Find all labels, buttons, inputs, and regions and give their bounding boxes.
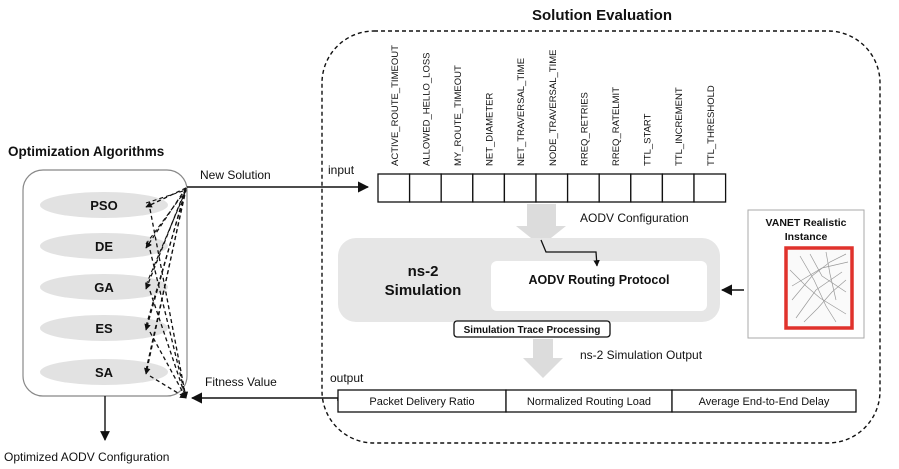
parameter-label-ttl-threshold: TTL_THRESHOLD — [706, 85, 717, 166]
algorithm-ellipse-sa — [40, 359, 168, 385]
parameter-labels: ACTIVE_ROUTE_TIMEOUT ALLOWED_HELLO_LOSS MY… — [390, 45, 717, 166]
parameter-label-net-diameter: NET_DIAMETER — [485, 92, 496, 166]
algorithm-ellipse-pso — [40, 192, 168, 218]
parameter-cell-8 — [630, 173, 664, 203]
parameter-cell-3 — [472, 173, 506, 203]
algorithm-list: PSO DE GA ES SA — [40, 192, 168, 385]
dash-link-return-3 — [145, 189, 187, 327]
parameter-label-allowed-hello-loss: ALLOWED_HELLO_LOSS — [421, 52, 432, 166]
optimized-aodv-label: Optimized AODV Configuration — [4, 450, 169, 464]
parameter-label-rreq-retries: RREQ_RETRIES — [579, 92, 590, 166]
parameter-label-net-traversal-time: NET_TRAVERSAL_TIME — [516, 58, 527, 166]
output-label-2: Average End-to-End Delay — [699, 396, 830, 408]
parameter-label-ttl-increment: TTL_INCREMENT — [674, 87, 685, 166]
algorithm-ellipse-ga — [40, 274, 168, 300]
input-label: input — [328, 163, 355, 177]
vanet-label-line2: Instance — [785, 231, 828, 243]
algorithm-ellipse-es — [40, 315, 168, 341]
output-metrics: Packet Delivery Ratio Normalized Routing … — [337, 389, 857, 413]
parameter-label-rreq-ratelmit: RREQ_RATELMIT — [611, 87, 622, 166]
dash-link-bottom-4 — [149, 375, 187, 399]
output-label: output — [330, 371, 364, 385]
ns2-label-line1: ns-2 — [408, 263, 439, 280]
ns2-simulation-output-label: ns-2 Simulation Output — [580, 348, 703, 362]
dash-link-return-1 — [145, 189, 187, 245]
solution-evaluation-title: Solution Evaluation — [532, 7, 672, 24]
algorithm-ellipse-de — [40, 233, 168, 259]
output-flow-arrow — [523, 339, 563, 378]
aodv-routing-protocol-label: AODV Routing Protocol — [529, 273, 670, 287]
vanet-label-line1: VANET Realistic — [766, 217, 847, 229]
solution-evaluation-box — [321, 30, 881, 444]
output-label-1: Normalized Routing Load — [527, 396, 651, 408]
trace-processing-label: Simulation Trace Processing — [464, 325, 601, 336]
config-flow-arrow — [516, 204, 566, 246]
parameter-label-my-route-timeout: MY_ROUTE_TIMEOUT — [453, 65, 464, 166]
trace-processing-box — [453, 320, 611, 338]
aodv-configuration-label: AODV Configuration — [580, 211, 689, 225]
parameter-cell-7 — [598, 173, 632, 203]
fitness-value-arrow — [190, 392, 339, 404]
optimization-algorithms-title: Optimization Algorithms — [8, 144, 164, 159]
dash-link-return-0 — [145, 189, 187, 204]
config-to-protocol-arrow — [540, 239, 600, 267]
ns2-label-line2: Simulation — [385, 282, 462, 299]
output-label-0: Packet Delivery Ratio — [369, 396, 474, 408]
parameter-cell-9 — [661, 173, 695, 203]
parameter-cell-5 — [535, 173, 569, 203]
parameter-cell-1 — [408, 173, 442, 203]
algorithm-label-es: ES — [95, 321, 113, 336]
algorithm-label-ga: GA — [94, 280, 114, 295]
parameter-label-active-route-timeout: ACTIVE_ROUTE_TIMEOUT — [390, 45, 401, 166]
parameter-vector — [377, 173, 727, 203]
algorithm-connections — [144, 187, 189, 399]
fitness-value-label: Fitness Value — [205, 375, 277, 389]
parameter-cell-4 — [503, 173, 537, 203]
parameter-label-node-traversal-time: NODE_TRAVERSAL_TIME — [548, 50, 559, 167]
road-network-drawing — [789, 251, 849, 323]
parameter-cell-10 — [693, 173, 727, 203]
dash-link-return-2 — [145, 189, 187, 286]
parameter-label-ttl-start: TTL_START — [643, 113, 654, 166]
algorithm-label-de: DE — [95, 239, 113, 254]
dash-link-bottom-2 — [149, 290, 188, 399]
algorithm-label-pso: PSO — [90, 198, 117, 213]
aodv-routing-protocol-box — [491, 261, 707, 311]
dash-link-return-4 — [145, 189, 187, 371]
new-solution-label: New Solution — [200, 168, 271, 182]
parameter-cell-0 — [377, 173, 411, 203]
dash-link-bottom-3 — [149, 331, 187, 399]
output-cell-2 — [671, 389, 857, 413]
dash-link-bottom-1 — [149, 249, 188, 399]
dash-link-top-1 — [145, 187, 187, 249]
parameter-cell-2 — [440, 173, 474, 203]
dash-link-top-0 — [145, 187, 187, 208]
parameter-cell-6 — [566, 173, 600, 203]
algorithm-label-sa: SA — [95, 365, 114, 380]
